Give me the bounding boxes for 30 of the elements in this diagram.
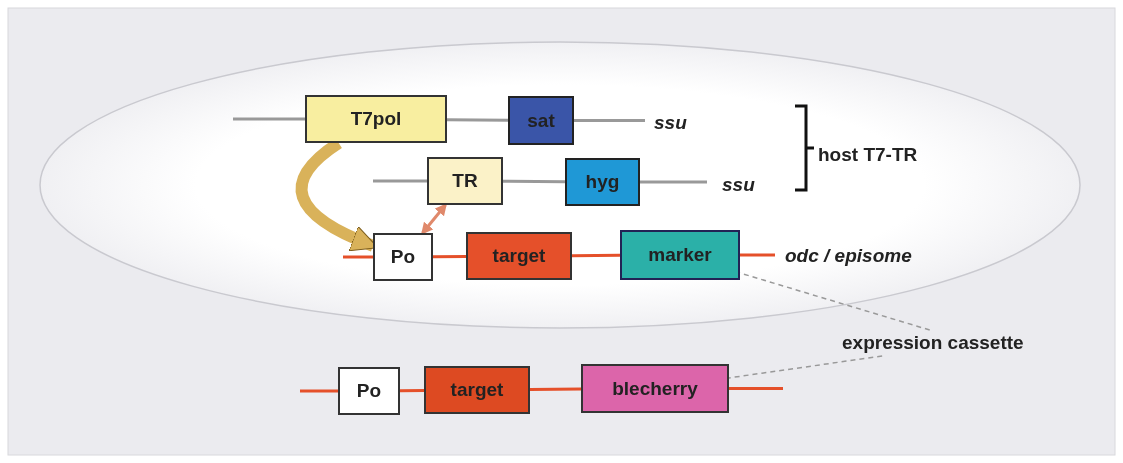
gene-box: TR (427, 157, 503, 205)
line (640, 180, 707, 184)
gene-box: target (424, 366, 530, 414)
line (530, 387, 581, 392)
line (300, 389, 338, 393)
strain-label: host T7-TR (818, 144, 918, 166)
gene-box: blecherry (581, 364, 729, 413)
line (740, 253, 775, 257)
line (572, 253, 620, 258)
double-arrow (421, 203, 447, 235)
gene-box: sat (508, 96, 574, 145)
locus-label: ssu (722, 174, 755, 196)
line (433, 254, 466, 259)
gene-box: target (466, 232, 572, 280)
gene-box: T7pol (305, 95, 447, 143)
promoter-box: Po (338, 367, 400, 415)
line (574, 119, 645, 122)
gene-box: hyg (565, 158, 640, 206)
locus-label: ssu (654, 112, 687, 134)
line (400, 389, 424, 393)
line (373, 179, 427, 183)
promoter-box: Po (373, 233, 433, 281)
line (343, 255, 373, 259)
line (233, 117, 305, 121)
line (447, 118, 508, 122)
annotation-text: expression cassette (842, 330, 1024, 356)
gene-box: marker (620, 230, 740, 280)
line (729, 387, 783, 390)
locus-label: odc / episome (785, 245, 912, 267)
line (503, 179, 565, 184)
